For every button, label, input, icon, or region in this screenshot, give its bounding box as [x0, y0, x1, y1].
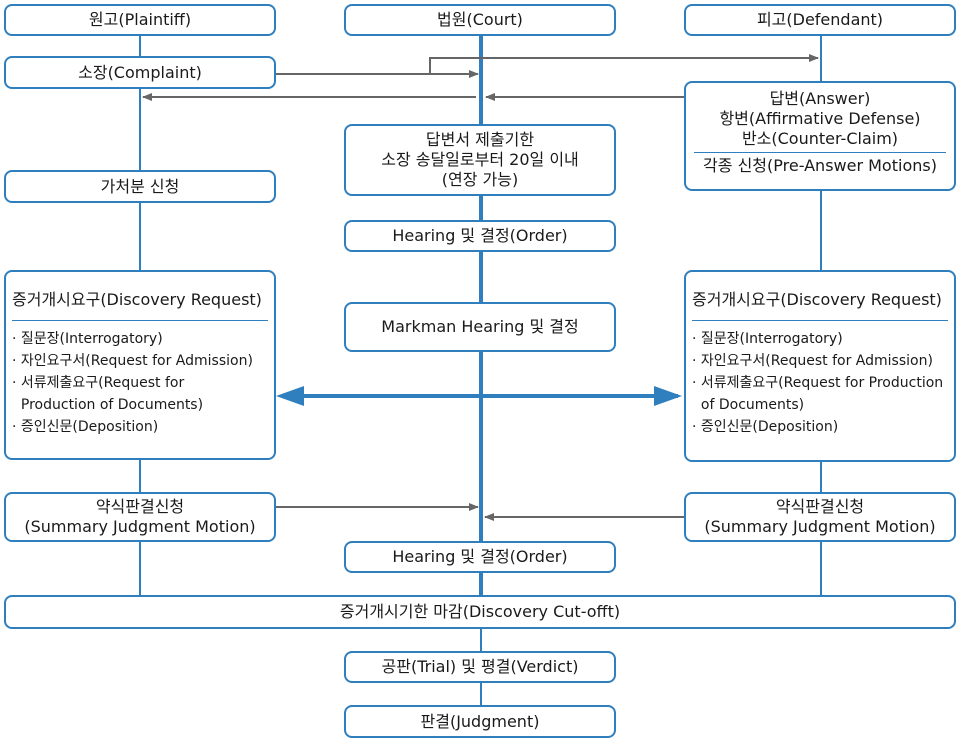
summary-judgment-box-plaintiff: 약식판결신청 (Summary Judgment Motion)	[4, 492, 276, 542]
discovery-right-arrowhead	[654, 386, 682, 406]
summary-subtitle-defendant: (Summary Judgment Motion)	[704, 517, 936, 536]
judgment-label: 판결(Judgment)	[420, 711, 540, 731]
complaint-box: 소장(Complaint)	[4, 56, 276, 89]
judgment-box: 판결(Judgment)	[344, 705, 616, 738]
hearing-order-label-1: Hearing 및 결정(Order)	[392, 226, 568, 245]
discovery-item-admission: · 자인요구서(Request for Admission)	[12, 353, 253, 369]
discovery-request-box-defendant: 증거개시요구(Discovery Request) · 질문장(Interrog…	[684, 270, 956, 462]
deadline-line-1: 답변서 제출기한	[425, 130, 535, 149]
discovery-title-plaintiff: 증거개시요구(Discovery Request)	[12, 290, 262, 309]
discovery-item-interrogatory: · 질문장(Interrogatory)	[12, 331, 163, 347]
injunction-label: 가처분 신청	[100, 176, 180, 196]
discovery-item-deposition: · 증인신문(Deposition)	[692, 419, 839, 435]
plaintiff-header: 원고(Plaintiff)	[4, 4, 276, 36]
hearing-order-box-2: Hearing 및 결정(Order)	[344, 541, 616, 573]
answer-line-3: 반소(Counter-Claim)	[741, 129, 899, 148]
discovery-item-documents: · 서류제출요구(Request for	[12, 375, 185, 391]
discovery-divider-plaintiff	[12, 320, 268, 321]
markman-hearing-box: Markman Hearing 및 결정	[344, 302, 616, 352]
complaint-to-defendant-arrow	[429, 54, 819, 74]
plaintiff-header-label: 원고(Plaintiff)	[88, 10, 192, 29]
discovery-cutoff-label: 증거개시기한 마감(Discovery Cut-offt)	[339, 602, 621, 621]
discovery-cutoff-box: 증거개시기한 마감(Discovery Cut-offt)	[4, 595, 956, 629]
hearing-order-box-1: Hearing 및 결정(Order)	[344, 220, 616, 252]
discovery-item-interrogatory: · 질문장(Interrogatory)	[692, 331, 843, 347]
answer-line-2: 항변(Affirmative Defense)	[719, 109, 921, 128]
answer-divider	[694, 152, 946, 153]
court-header: 법원(Court)	[344, 4, 616, 36]
pre-answer-motions-label: 각종 신청(Pre-Answer Motions)	[703, 156, 937, 175]
complaint-label: 소장(Complaint)	[78, 62, 202, 82]
injunction-box: 가처분 신청	[4, 170, 276, 203]
summary-subtitle-plaintiff: (Summary Judgment Motion)	[24, 517, 256, 536]
summary-title-defendant: 약식판결신청	[775, 497, 865, 516]
summary-judgment-box-defendant: 약식판결신청 (Summary Judgment Motion)	[684, 492, 956, 542]
defendant-header: 피고(Defendant)	[684, 4, 956, 36]
discovery-divider-defendant	[692, 320, 948, 321]
discovery-item-documents: · 서류제출요구(Request for Production	[692, 375, 944, 391]
discovery-item-documents-cont: of Documents)	[692, 397, 805, 413]
answer-deadline-box: 답변서 제출기한 소장 송달일로부터 20일 이내 (연장 가능)	[344, 124, 616, 196]
trial-verdict-label: 공판(Trial) 및 평결(Verdict)	[381, 657, 579, 676]
answer-box: 답변(Answer) 항변(Affirmative Defense) 반소(Co…	[684, 81, 956, 191]
discovery-item-deposition: · 증인신문(Deposition)	[12, 419, 159, 435]
markman-hearing-label: Markman Hearing 및 결정	[381, 317, 579, 336]
discovery-item-admission: · 자인요구서(Request for Admission)	[692, 353, 933, 369]
discovery-left-arrowhead	[276, 386, 304, 406]
discovery-item-documents-cont: Production of Documents)	[12, 397, 204, 413]
defendant-header-label: 피고(Defendant)	[756, 10, 884, 29]
hearing-order-label-2: Hearing 및 결정(Order)	[392, 547, 568, 566]
deadline-line-2: 소장 송달일로부터 20일 이내	[381, 150, 579, 169]
answer-line-1: 답변(Answer)	[769, 89, 871, 108]
discovery-request-box-plaintiff: 증거개시요구(Discovery Request) · 질문장(Interrog…	[4, 270, 276, 460]
court-header-label: 법원(Court)	[437, 10, 523, 29]
trial-verdict-box: 공판(Trial) 및 평결(Verdict)	[344, 651, 616, 683]
discovery-title-defendant: 증거개시요구(Discovery Request)	[692, 290, 942, 309]
deadline-line-3: (연장 가능)	[441, 170, 519, 189]
summary-title-plaintiff: 약식판결신청	[95, 497, 185, 516]
